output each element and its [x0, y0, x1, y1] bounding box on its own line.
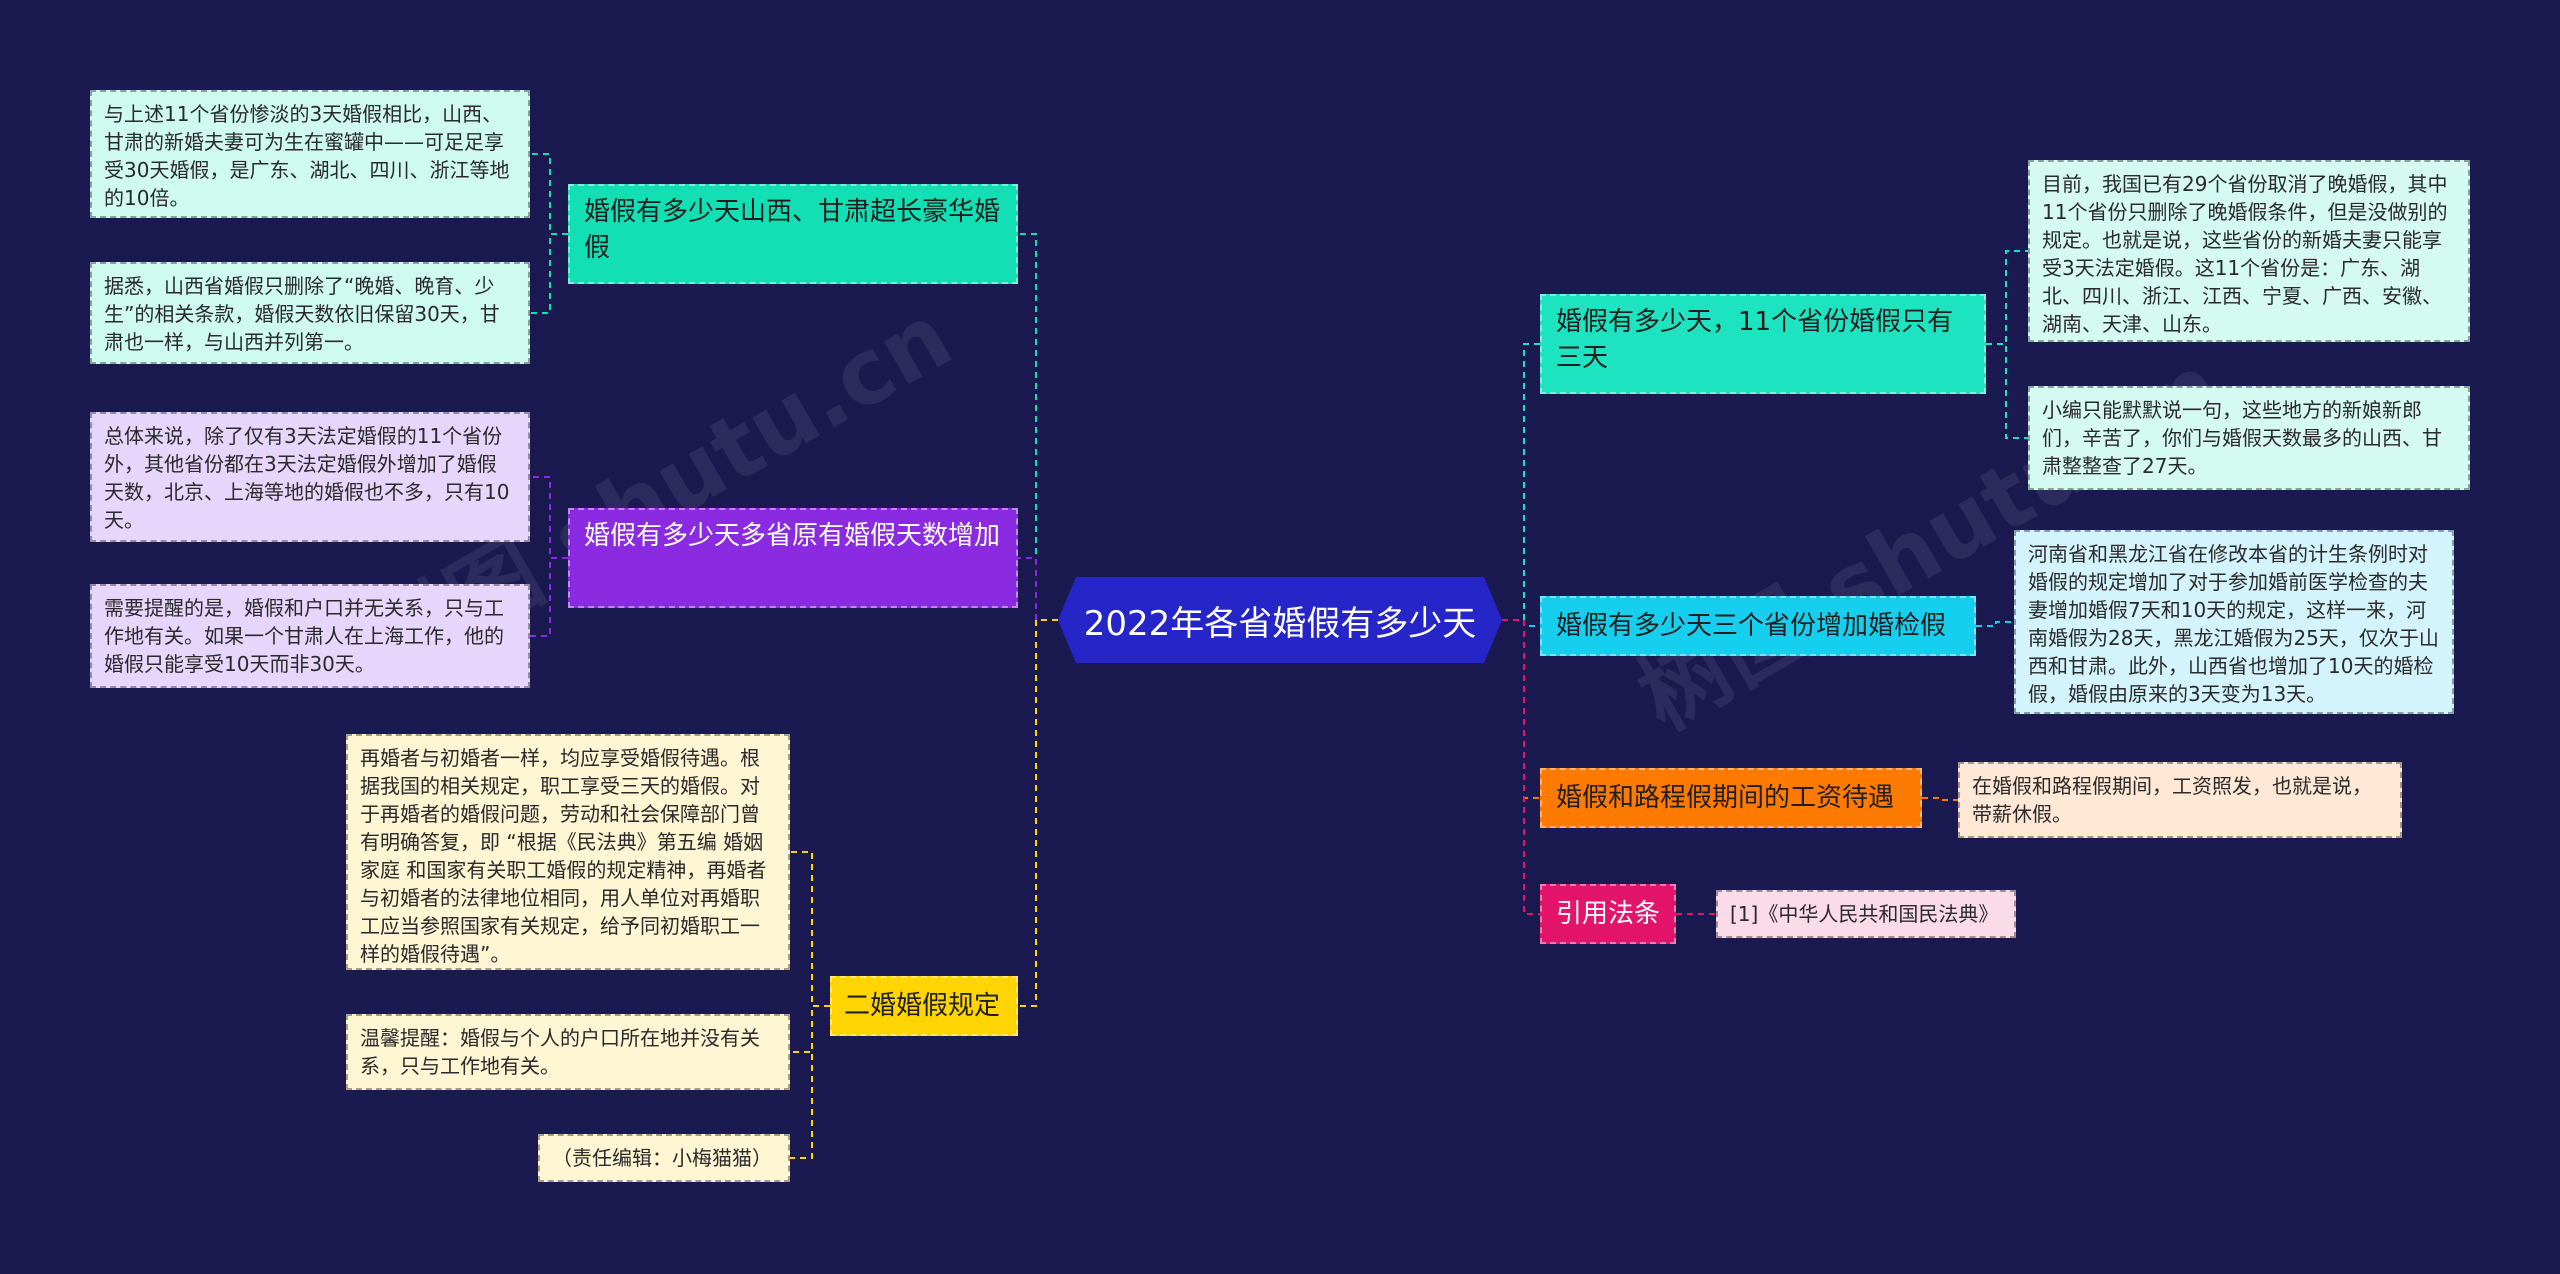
- central-topic[interactable]: 2022年各省婚假有多少天: [1058, 577, 1502, 663]
- connector-line: [790, 1005, 830, 1053]
- leaf-remarriage-editor[interactable]: （责任编辑：小梅猫猫）: [538, 1134, 790, 1182]
- leaf-eleven-provinces-2[interactable]: 小编只能默默说一句，这些地方的新娘新郎们，辛苦了，你们与婚假天数最多的山西、甘肃…: [2028, 386, 2470, 490]
- connector-line: [1502, 619, 1540, 915]
- connector-line: [1018, 619, 1058, 1007]
- leaf-salary-1[interactable]: 在婚假和路程假期间，工资照发，也就是说，带薪休假。: [1958, 762, 2402, 838]
- branch-eleven-provinces[interactable]: 婚假有多少天，11个省份婚假只有三天: [1540, 294, 1986, 394]
- branch-law[interactable]: 引用法条: [1540, 884, 1676, 944]
- connector-line: [790, 851, 830, 1007]
- connector-line: [1502, 619, 1540, 799]
- connector-line: [530, 557, 568, 637]
- branch-shanxi-gansu[interactable]: 婚假有多少天山西、甘肃超长豪华婚假: [568, 184, 1018, 284]
- connector-line: [1018, 233, 1058, 621]
- connector-line: [530, 233, 568, 314]
- branch-salary[interactable]: 婚假和路程假期间的工资待遇: [1540, 768, 1922, 828]
- connector-line: [530, 476, 568, 559]
- connector-line: [1018, 557, 1058, 621]
- leaf-eleven-provinces-1[interactable]: 目前，我国已有29个省份取消了晚婚假，其中11个省份只删除了晚婚假条件，但是没做…: [2028, 160, 2470, 342]
- leaf-law-1[interactable]: [1]《中华人民共和国民法典》: [1716, 890, 2016, 938]
- leaf-remarriage-2[interactable]: 温馨提醒：婚假与个人的户口所在地并没有关系，只与工作地有关。: [346, 1014, 790, 1090]
- connector-line: [530, 153, 568, 235]
- connector-line: [1502, 343, 1540, 621]
- connector-line: [1986, 250, 2028, 345]
- leaf-shanxi-gansu-2[interactable]: 据悉，山西省婚假只删除了“晚婚、晚育、少生”的相关条款，婚假天数依旧保留30天，…: [90, 262, 530, 364]
- leaf-checkup-leave-1[interactable]: 河南省和黑龙江省在修改本省的计生条例时对婚假的规定增加了对于参加婚前医学检查的夫…: [2014, 530, 2454, 714]
- leaf-increase-2[interactable]: 需要提醒的是，婚假和户口并无关系，只与工作地有关。如果一个甘肃人在上海工作，他的…: [90, 584, 530, 688]
- leaf-increase-1[interactable]: 总体来说，除了仅有3天法定婚假的11个省份外，其他省份都在3天法定婚假外增加了婚…: [90, 412, 530, 542]
- leaf-remarriage-1[interactable]: 再婚者与初婚者一样，均应享受婚假待遇。根据我国的相关规定，职工享受三天的婚假。对…: [346, 734, 790, 970]
- connector-line: [1922, 797, 1958, 801]
- branch-increase[interactable]: 婚假有多少天多省原有婚假天数增加: [568, 508, 1018, 608]
- branch-checkup-leave[interactable]: 婚假有多少天三个省份增加婚检假: [1540, 596, 1976, 656]
- connector-line: [790, 1005, 830, 1159]
- connector-line: [1986, 343, 2028, 439]
- connector-line: [1976, 621, 2014, 627]
- branch-remarriage[interactable]: 二婚婚假规定: [830, 976, 1018, 1036]
- leaf-shanxi-gansu-1[interactable]: 与上述11个省份惨淡的3天婚假相比，山西、甘肃的新婚夫妻可为生在蜜罐中——可足足…: [90, 90, 530, 218]
